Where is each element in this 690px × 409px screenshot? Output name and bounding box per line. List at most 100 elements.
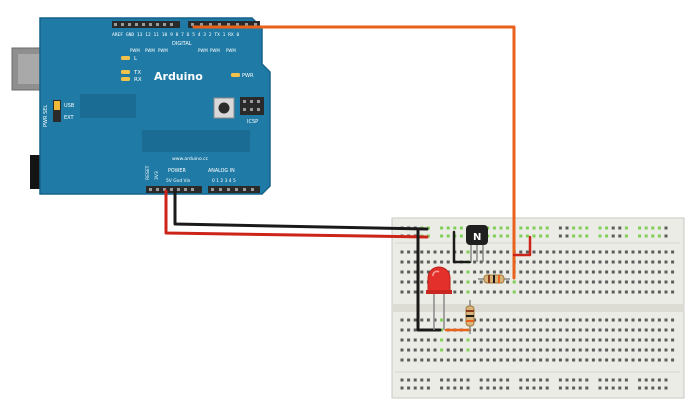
breadboard-hole bbox=[638, 226, 642, 230]
reset-label: RESET bbox=[145, 165, 151, 180]
breadboard-hole bbox=[598, 318, 602, 322]
breadboard-hole bbox=[565, 270, 569, 274]
breadboard-hole bbox=[407, 348, 411, 352]
breadboard-hole bbox=[664, 234, 668, 238]
breadboard-hole bbox=[459, 318, 463, 322]
breadboard-hole bbox=[459, 270, 463, 274]
breadboard-hole bbox=[644, 260, 648, 264]
breadboard-hole bbox=[492, 226, 496, 230]
breadboard-hole bbox=[473, 338, 477, 342]
breadboard-hole bbox=[420, 290, 424, 294]
breadboard-hole bbox=[479, 358, 483, 362]
breadboard-hole bbox=[651, 270, 655, 274]
breadboard-hole bbox=[664, 318, 668, 322]
breadboard-hole bbox=[426, 378, 430, 382]
breadboard-hole bbox=[624, 328, 628, 332]
breadboard-hole bbox=[572, 378, 576, 382]
breadboard-hole bbox=[525, 250, 529, 254]
breadboard-hole bbox=[572, 270, 576, 274]
breadboard-hole bbox=[671, 290, 675, 294]
breadboard-hole bbox=[631, 348, 635, 352]
breadboard-hole bbox=[492, 348, 496, 352]
breadboard-hole bbox=[598, 386, 602, 390]
breadboard-hole bbox=[440, 348, 444, 352]
breadboard-hole bbox=[512, 290, 516, 294]
breadboard-hole bbox=[545, 318, 549, 322]
breadboard-hole bbox=[618, 338, 622, 342]
breadboard-hole bbox=[638, 280, 642, 284]
analog-in-label: ANALOG IN bbox=[208, 168, 235, 174]
breadboard-hole bbox=[638, 386, 642, 390]
breadboard-hole bbox=[499, 234, 503, 238]
breadboard-hole bbox=[644, 250, 648, 254]
breadboard-hole bbox=[664, 290, 668, 294]
breadboard-hole bbox=[572, 338, 576, 342]
breadboard-hole bbox=[440, 358, 444, 362]
breadboard-hole bbox=[671, 280, 675, 284]
digital-label: DIGITAL bbox=[172, 41, 192, 47]
breadboard-hole bbox=[413, 338, 417, 342]
breadboard-hole bbox=[552, 348, 556, 352]
breadboard-hole bbox=[400, 358, 404, 362]
breadboard-hole bbox=[618, 386, 622, 390]
breadboard-hole bbox=[539, 338, 543, 342]
breadboard-hole bbox=[492, 234, 496, 238]
breadboard-hole bbox=[591, 280, 595, 284]
breadboard-hole bbox=[479, 378, 483, 382]
breadboard-hole bbox=[605, 250, 609, 254]
arduino-logo-text: Arduino bbox=[154, 70, 203, 83]
breadboard-hole bbox=[618, 250, 622, 254]
breadboard-hole bbox=[598, 234, 602, 238]
breadboard-hole bbox=[473, 260, 477, 264]
breadboard-hole bbox=[512, 338, 516, 342]
breadboard-hole bbox=[578, 328, 582, 332]
breadboard-hole bbox=[453, 226, 457, 230]
breadboard-hole bbox=[671, 338, 675, 342]
breadboard-hole bbox=[413, 378, 417, 382]
breadboard-hole bbox=[651, 290, 655, 294]
breadboard-hole bbox=[585, 280, 589, 284]
breadboard-hole bbox=[611, 250, 615, 254]
breadboard-hole bbox=[506, 348, 510, 352]
breadboard-hole bbox=[657, 318, 661, 322]
breadboard-hole bbox=[558, 348, 562, 352]
breadboard-hole bbox=[413, 328, 417, 332]
breadboard-hole bbox=[585, 378, 589, 382]
breadboard-hole bbox=[506, 290, 510, 294]
pcb bbox=[39, 17, 271, 195]
breadboard-hole bbox=[492, 338, 496, 342]
breadboard-hole bbox=[446, 358, 450, 362]
breadboard-hole bbox=[565, 234, 569, 238]
breadboard-hole bbox=[657, 270, 661, 274]
breadboard-hole bbox=[664, 328, 668, 332]
wire-5v bbox=[164, 189, 429, 239]
breadboard-hole bbox=[545, 270, 549, 274]
breadboard-hole bbox=[578, 280, 582, 284]
pwm-label-4: PWM bbox=[198, 48, 208, 53]
led-rx-label: RX bbox=[134, 77, 142, 83]
breadboard-hole bbox=[486, 358, 490, 362]
wire-digital-pin bbox=[192, 25, 516, 280]
breadboard-hole bbox=[420, 280, 424, 284]
pwm-label-6: PWM bbox=[226, 48, 236, 53]
breadboard-hole bbox=[420, 386, 424, 390]
breadboard-hole bbox=[446, 338, 450, 342]
transistor: N bbox=[466, 225, 488, 262]
ext-label: EXT bbox=[64, 115, 74, 121]
breadboard-hole bbox=[525, 260, 529, 264]
breadboard-hole bbox=[624, 358, 628, 362]
breadboard-hole bbox=[591, 290, 595, 294]
breadboard-hole bbox=[572, 260, 576, 264]
breadboard-hole bbox=[585, 318, 589, 322]
breadboard-hole bbox=[459, 358, 463, 362]
breadboard-hole bbox=[453, 290, 457, 294]
breadboard-hole bbox=[631, 280, 635, 284]
breadboard-hole bbox=[572, 250, 576, 254]
breadboard-hole bbox=[532, 358, 536, 362]
breadboard-hole bbox=[638, 378, 642, 382]
breadboard-hole bbox=[473, 318, 477, 322]
breadboard-hole bbox=[578, 250, 582, 254]
led-l bbox=[121, 56, 130, 60]
breadboard-hole bbox=[671, 260, 675, 264]
breadboard-hole bbox=[532, 328, 536, 332]
